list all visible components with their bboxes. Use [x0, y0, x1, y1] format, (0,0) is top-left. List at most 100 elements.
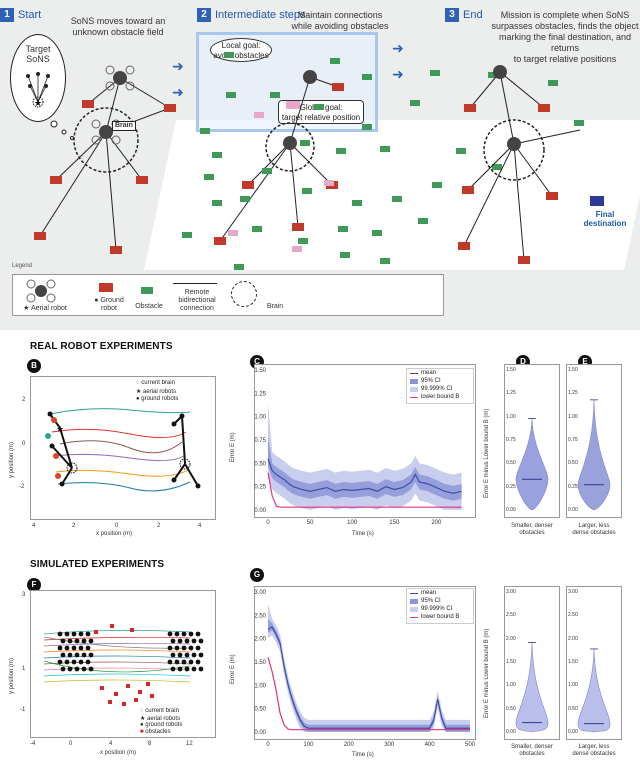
arrow-icon: ➜ [172, 58, 184, 74]
ground-robot-dot [78, 645, 84, 651]
violin-ytick: 0.75 [506, 437, 516, 443]
panel-f-ytick: 3 [22, 592, 26, 598]
ground-robot-dot [195, 659, 201, 665]
legend-ci95-swatch [410, 599, 418, 604]
ground-robot-dot [195, 631, 201, 637]
ground-robot-dot [188, 645, 194, 651]
panel-g-letter: G [250, 568, 264, 582]
brain-label: Brain [112, 121, 136, 131]
panel-e-violin [577, 399, 611, 511]
step-2-badge: 2 [197, 8, 211, 22]
panel-d-violin [515, 418, 549, 511]
ground-robot-dot [67, 638, 73, 644]
ground-robot-dot [181, 631, 187, 637]
ground-robot-dot [57, 659, 63, 665]
mean-line [267, 626, 470, 729]
violin-ytick: 0.00 [506, 729, 516, 735]
panel-b-trajectories: ★ [45, 408, 201, 492]
violin-ytick: 0.50 [568, 460, 578, 467]
violin-ytick: 2.50 [568, 612, 578, 619]
ground-robot-dot [64, 645, 70, 651]
panel-c-ylabel: Error E (m) [230, 432, 236, 462]
ground-robot-dot [188, 631, 194, 637]
ground-robot-dot [74, 652, 80, 658]
panel-f-trajectories [43, 624, 204, 706]
ground-robot-dot [88, 638, 94, 644]
ground-robot-dot [170, 638, 176, 644]
panel-f-legend-ground: ● ground robots [140, 722, 183, 728]
step-2-desc: Maintain connections while avoiding obst… [291, 10, 389, 31]
mean-line [267, 458, 462, 494]
step-3-desc: Mission is complete when SoNS surpasses … [491, 10, 639, 64]
violin-ytick: 3.00 [506, 589, 516, 595]
ground-robot-dot [67, 666, 73, 672]
ground-robot-dot [188, 659, 194, 665]
panel-f-legend-brain: ◌ current brain [140, 708, 179, 714]
legend-ci99-swatch [410, 607, 418, 612]
panel-f-xtick: 4 [109, 741, 113, 747]
violin-ytick: 1.00 [568, 413, 578, 420]
legend-ci95-swatch [410, 379, 418, 384]
panel-g-legend: mean 95% CI 99.999% CI lower bound B [406, 588, 474, 624]
panel-c-ytick: 0.50 [254, 461, 266, 467]
legend-brain: Brain [266, 303, 284, 310]
panel-g-ytick: 1.50 [254, 660, 266, 666]
ground-robot-dot [191, 666, 197, 672]
legend-mean-swatch [410, 593, 418, 594]
violin-ytick: 0.25 [506, 483, 516, 490]
ground-robot-dot [71, 631, 77, 637]
ground-robot-dot [81, 638, 87, 644]
panel-b-xtick: 2 [157, 523, 161, 529]
violin-ytick: 0.00 [568, 507, 578, 513]
thought-dots [50, 120, 74, 140]
panel-f-ytick: -1 [20, 707, 26, 713]
ground-robot-dot [174, 631, 180, 637]
ground-robot-dot [177, 652, 183, 658]
ground-robot-dot [85, 645, 91, 651]
violin-ytick: 2.50 [506, 612, 516, 619]
step-3-badge: 3 [445, 8, 459, 22]
violin-ytick: 2.00 [506, 635, 516, 642]
ground-robot-dot [88, 666, 94, 672]
violin-body [577, 399, 611, 511]
violin-ytick: 1.25 [568, 390, 578, 397]
panel-c-xtick: 150 [389, 520, 400, 526]
final-destination-label: Final destination [583, 210, 627, 228]
violin-body [515, 418, 549, 511]
panel-c-ytick: 0.25 [254, 485, 266, 491]
panel-g-legend-mean: mean [421, 590, 437, 596]
legend-title: Legend [12, 263, 33, 269]
panel-b-xtick: 4 [198, 523, 202, 529]
ground-robot-dot [64, 631, 70, 637]
drone-icon [26, 279, 56, 303]
sim-violin-ylabel: Error E minus Lower bound B (m) [484, 628, 490, 718]
violin-body [577, 648, 611, 733]
panel-g-xlabel: Time (s) [352, 752, 374, 758]
panel-g-xtick: 0 [266, 742, 270, 748]
panel-b-ytick: 0 [22, 441, 26, 447]
panel-c-ytick: 1.25 [254, 391, 266, 397]
panel-g-ytick: 3.00 [254, 590, 266, 596]
violin-ytick: 0.50 [568, 705, 578, 712]
panel-c-legend-ci99: 99.999% CI [421, 386, 453, 392]
ground-robot-dot [85, 631, 91, 637]
panel-b-xtick: 0 [115, 523, 119, 529]
ground-robot-dot [71, 645, 77, 651]
panel-c-legend-ci95: 95% CI [421, 378, 441, 384]
panel-b-legend-brain: ◌ current brain [136, 380, 175, 386]
step-1-badge: 1 [0, 8, 14, 22]
violin-ytick: 1.50 [568, 659, 578, 665]
violin-ytick: 1.50 [506, 367, 516, 373]
ground-robot-dot [184, 638, 190, 644]
ground-robot-dot [181, 659, 187, 665]
panel-i-violin [577, 648, 611, 733]
ci95-band [268, 436, 462, 501]
arrow-icon: ➜ [172, 84, 184, 100]
violin-body [515, 642, 549, 733]
panel-c-legend: mean 95% CI 99.999% CI lower bound B [406, 368, 474, 404]
violin-ytick: 1.25 [506, 390, 516, 397]
ground-robot-icon [99, 283, 113, 292]
panel-g-xtick: 500 [465, 742, 476, 748]
panel-g-ytick: 2.50 [254, 613, 266, 619]
